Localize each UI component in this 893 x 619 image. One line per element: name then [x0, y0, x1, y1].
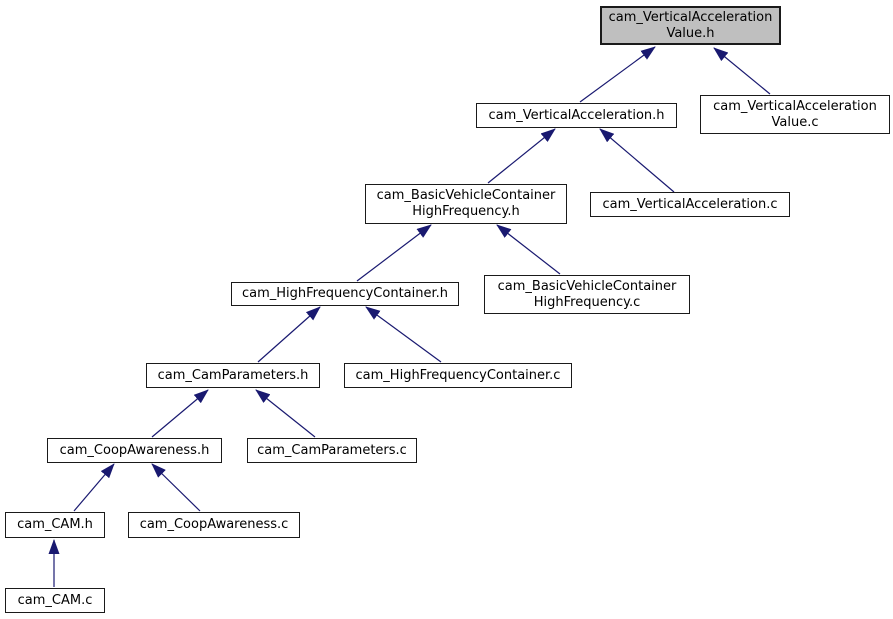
node-label: cam_CAM.h	[17, 517, 93, 532]
node-label: HighFrequency.c	[533, 294, 641, 310]
node-cam-verticalaccelerationvalue-c[interactable]: cam_VerticalAcceleration Value.c	[700, 95, 890, 134]
node-cam-coopawareness-h[interactable]: cam_CoopAwareness.h	[47, 438, 222, 463]
node-label: cam_HighFrequencyContainer.h	[241, 286, 449, 301]
node-label: cam_CoopAwareness.c	[139, 517, 289, 532]
edge-highfrequencycontainer-c-to-highfrequencycontainer-h	[365, 306, 442, 363]
node-cam-verticalaccelerationvalue-h: cam_VerticalAcceleration Value.h	[600, 6, 781, 45]
node-cam-highfrequencycontainer-c[interactable]: cam_HighFrequencyContainer.c	[344, 363, 572, 388]
node-label: cam_CoopAwareness.h	[59, 442, 210, 458]
node-cam-camparameters-c[interactable]: cam_CamParameters.c	[247, 438, 417, 463]
edge-coopawareness-h-to-camparameters-h	[151, 389, 209, 438]
node-cam-highfrequencycontainer-h[interactable]: cam_HighFrequencyContainer.h	[231, 282, 459, 306]
node-cam-verticalacceleration-h[interactable]: cam_VerticalAcceleration.h	[476, 103, 677, 128]
edge-verticalaccelerationvalue-c-to-verticalaccelerationvalue-h	[713, 47, 771, 95]
node-label: cam_BasicVehicleContainer	[497, 278, 677, 294]
node-label: cam_CAM.c	[17, 592, 93, 608]
edge-cam-h-to-coopawareness-h	[73, 463, 115, 512]
node-label: cam_VerticalAcceleration	[608, 9, 773, 25]
node-cam-coopawareness-c[interactable]: cam_CoopAwareness.c	[128, 512, 300, 538]
node-cam-camparameters-h[interactable]: cam_CamParameters.h	[146, 363, 320, 388]
node-cam-basicvehiclecontainerhighfrequency-c[interactable]: cam_BasicVehicleContainer HighFrequency.…	[484, 275, 690, 314]
node-label: Value.h	[666, 25, 715, 41]
edge-coopawareness-c-to-coopawareness-h	[151, 463, 201, 512]
edge-basicvehiclecontainerhighfrequency-h-to-verticalacceleration-h	[487, 128, 556, 184]
node-label: cam_VerticalAcceleration.c	[602, 196, 778, 212]
edge-camparameters-h-to-highfrequencycontainer-h	[257, 306, 321, 363]
node-label: cam_VerticalAcceleration.h	[488, 107, 665, 123]
node-label: cam_HighFrequencyContainer.c	[355, 367, 561, 383]
edge-camparameters-c-to-camparameters-h	[255, 389, 316, 438]
edge-verticalacceleration-c-to-verticalacceleration-h	[599, 128, 675, 193]
node-label: cam_VerticalAcceleration	[713, 98, 877, 114]
node-label: Value.c	[771, 114, 819, 130]
node-label: cam_CamParameters.h	[157, 367, 309, 383]
node-cam-basicvehiclecontainerhighfrequency-h[interactable]: cam_BasicVehicleContainer HighFrequency.…	[365, 184, 567, 224]
node-cam-cam-c[interactable]: cam_CAM.c	[5, 588, 105, 613]
edge-highfrequencycontainer-h-to-basicvehiclecontainerhighfrequency-h	[356, 224, 432, 282]
edge-basicvehiclecontainerhighfrequency-c-to-basicvehiclecontainerhighfrequency-h	[496, 224, 561, 275]
node-label: cam_BasicVehicleContainer	[376, 188, 556, 203]
node-cam-cam-h[interactable]: cam_CAM.h	[5, 512, 105, 538]
edge-verticalacceleration-h-to-verticalaccelerationvalue-h	[579, 46, 656, 103]
node-cam-verticalacceleration-c[interactable]: cam_VerticalAcceleration.c	[590, 192, 790, 217]
node-label: cam_CamParameters.c	[257, 442, 407, 458]
node-label: HighFrequency.h	[412, 204, 520, 219]
